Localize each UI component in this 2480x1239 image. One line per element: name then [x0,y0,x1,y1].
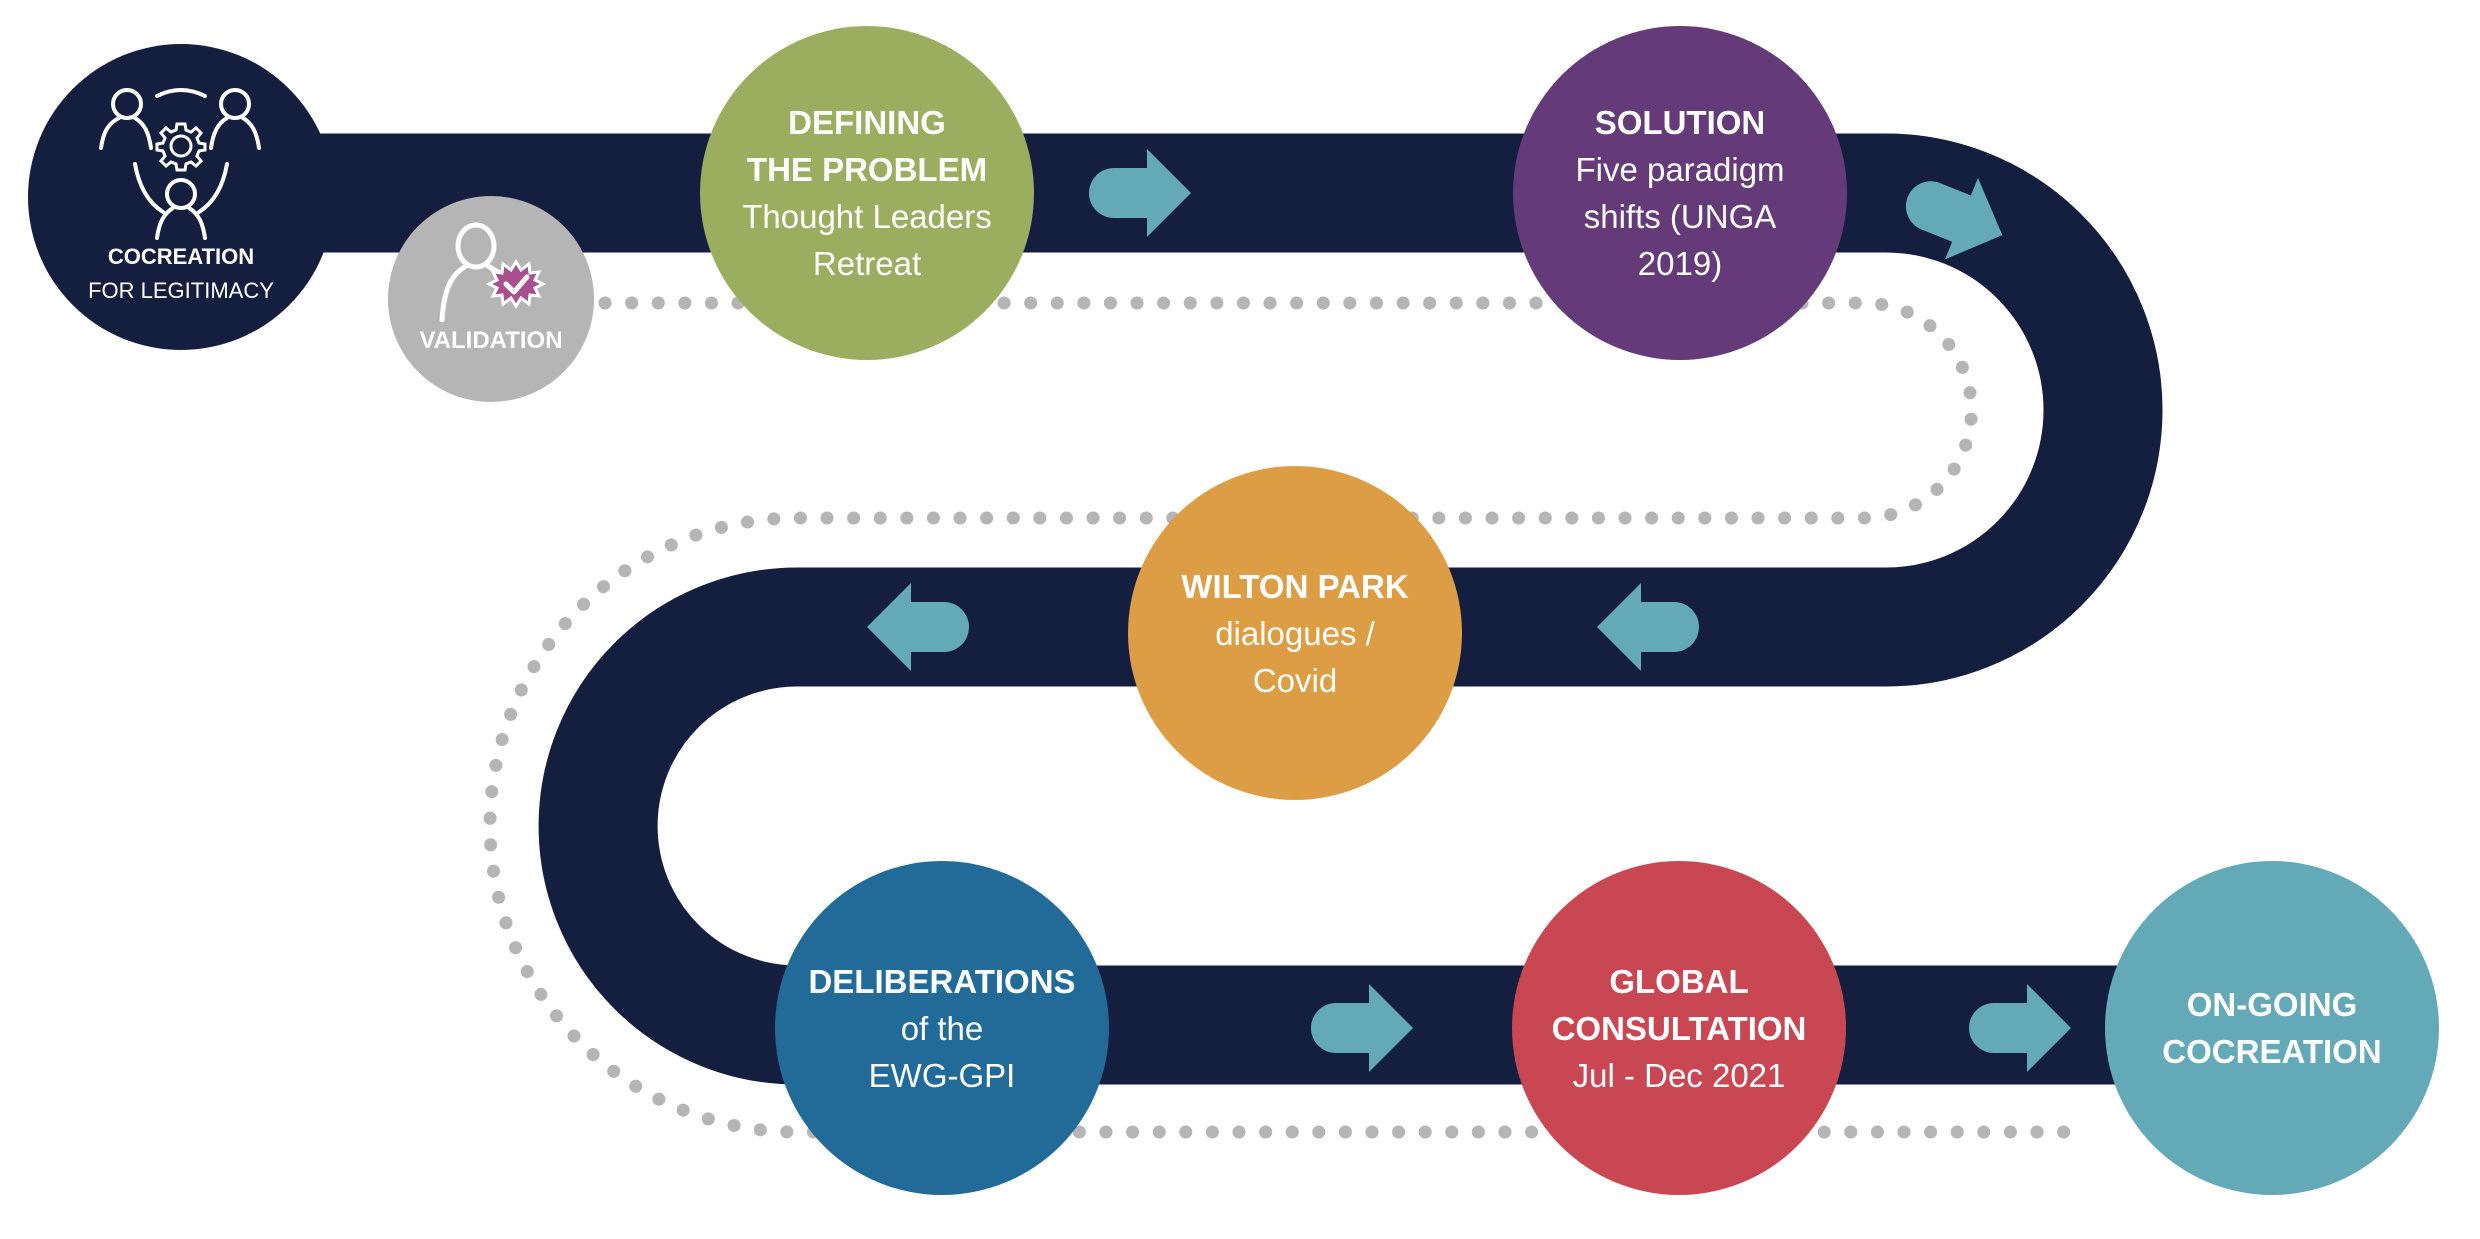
person-badge-check-icon [439,222,547,322]
validation-label: VALIDATION [419,327,563,354]
step-title-line: CONSULTATION [1551,1009,1807,1047]
step-title-line: GLOBAL [1609,962,1749,1000]
step-title-line: ON-GOING [2186,986,2358,1023]
step-detail-line: 2019) [1637,245,1723,282]
step-detail-line: Retreat [812,245,922,282]
step-detail-line: Thought Leaders [742,198,992,235]
step-detail-line: shifts (UNGA [1583,198,1777,235]
arrow-right-icon [1905,177,2003,260]
arrow-right-icon [1089,149,1191,237]
arrow-left-icon [867,583,969,671]
step-deliberations: DELIBERATIONS of the EWG-GPI [775,861,1109,1195]
step-wilton-park: WILTON PARK dialogues / Covid [1128,466,1462,800]
start-node-cocreation: COCREATION FOR LEGITIMACY [28,44,334,350]
step-detail-line: Covid [1252,661,1338,699]
step-solution: SOLUTION Five paradigm shifts (UNGA 2019… [1513,26,1847,360]
start-subtitle: FOR LEGITIMACY [88,278,274,303]
step-title-line: DEFINING [788,104,946,141]
arrow-left-icon [1597,583,1699,671]
step-title-line: WILTON PARK [1181,567,1409,605]
validation-dotted-path [483,296,2097,1139]
step-title-line: DELIBERATIONS [808,962,1076,1000]
arrow-right-icon [1311,984,1413,1072]
road [300,133,2200,1085]
step-on-going-cocreation: ON-GOING COCREATION [2105,861,2439,1195]
step-detail-line: dialogues / [1215,614,1375,652]
step-title-line: SOLUTION [1594,104,1766,141]
step-global-consultation: GLOBAL CONSULTATION Jul - Dec 2021 [1512,861,1846,1195]
people-gear-collaboration-icon [99,88,261,240]
step-detail-line: of the [900,1009,984,1047]
badge-star [485,259,547,309]
step-detail-line: Jul - Dec 2021 [1572,1056,1786,1094]
step-detail-line: Five paradigm [1575,151,1785,188]
arrow-right-icon [1969,984,2071,1072]
step-detail-line: EWG-GPI [868,1056,1016,1094]
start-title: COCREATION [107,244,255,269]
step-defining-the-problem: DEFINING THE PROBLEM Thought Leaders Ret… [700,26,1034,360]
step-title-line: THE PROBLEM [746,151,988,188]
step-title-line: COCREATION [2162,1033,2382,1070]
validation-node: VALIDATION [388,196,594,402]
